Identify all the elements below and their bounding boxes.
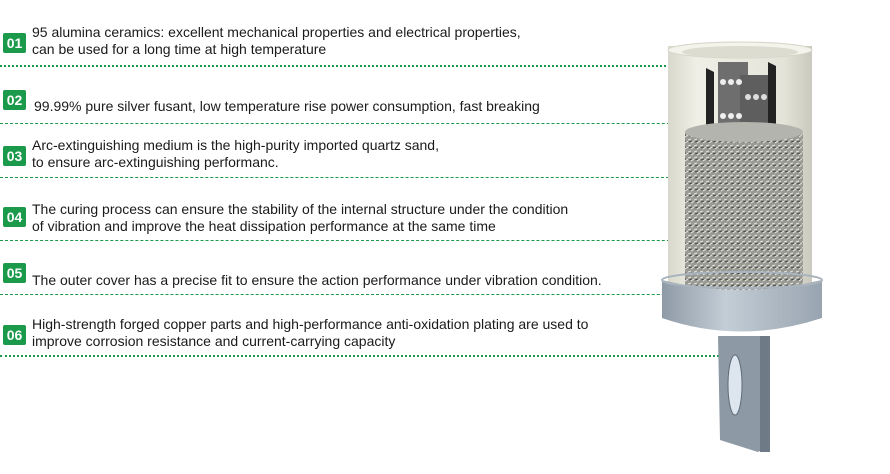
feature-06-line-2: improve corrosion resistance and current…	[32, 333, 396, 349]
leader-line-05	[0, 294, 755, 295]
quartz-sand-filler	[685, 122, 803, 294]
feature-04-line-2: of vibration and improve the heat dissip…	[32, 218, 496, 234]
fuse-cutaway-illustration	[661, 41, 823, 452]
feature-02-line-1: 99.99% pure silver fusant, low temperatu…	[34, 98, 540, 114]
feature-06-text: High-strength forged copper parts and hi…	[32, 316, 588, 350]
feature-01-line-1: 95 alumina ceramics: excellent mechanica…	[32, 24, 521, 40]
leader-line-02	[0, 123, 750, 124]
leader-line-04	[0, 240, 750, 241]
feature-05-line-1: The outer cover has a precise fit to ens…	[32, 272, 602, 288]
badge-01: 01	[3, 33, 26, 53]
leader-line-01	[0, 65, 690, 67]
feature-03-text: Arc-extinguishing medium is the high-pur…	[32, 137, 439, 171]
feature-03-line-2: to ensure arc-extinguishing performanc.	[32, 154, 279, 170]
feature-01-line-2: can be used for a long time at high temp…	[32, 41, 327, 57]
badge-04: 04	[3, 207, 26, 227]
metal-end-cap	[661, 271, 823, 332]
feature-02-text: 99.99% pure silver fusant, low temperatu…	[34, 98, 540, 115]
copper-terminal-tab	[718, 336, 770, 452]
feature-06-line-1: High-strength forged copper parts and hi…	[32, 316, 589, 332]
feature-04-text: The curing process can ensure the stabil…	[32, 201, 568, 235]
leader-line-06	[0, 355, 755, 357]
silver-fuse-element	[706, 62, 776, 140]
feature-01-text: 95 alumina ceramics: excellent mechanica…	[32, 24, 521, 58]
feature-04-line-1: The curing process can ensure the stabil…	[32, 201, 569, 217]
badge-02: 02	[3, 90, 26, 110]
badge-05: 05	[3, 263, 26, 283]
feature-03-line-1: Arc-extinguishing medium is the high-pur…	[32, 137, 439, 153]
badge-06: 06	[3, 325, 26, 345]
badge-03: 03	[3, 146, 26, 166]
leader-line-03	[0, 177, 749, 178]
feature-05-text: The outer cover has a precise fit to ens…	[32, 272, 602, 289]
